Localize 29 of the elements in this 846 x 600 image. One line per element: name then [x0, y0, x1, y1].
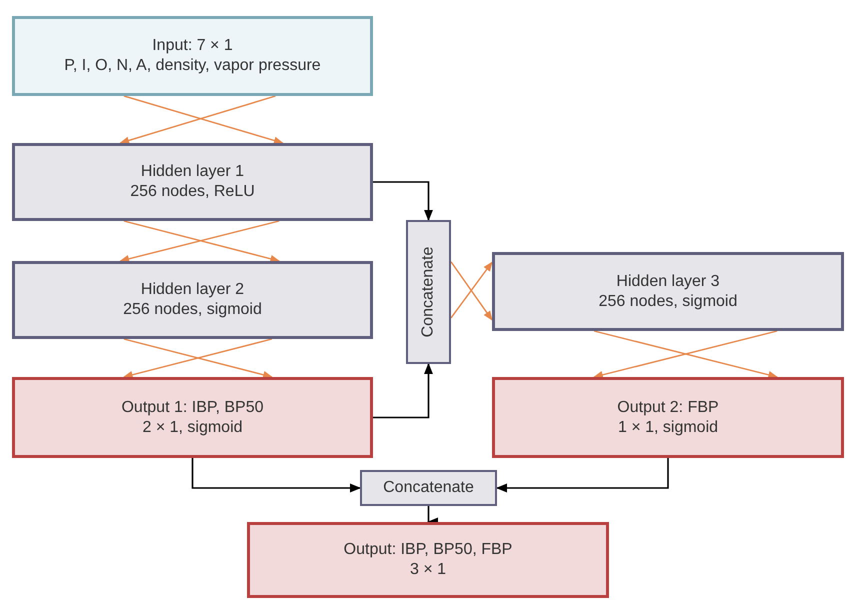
layer-box: [492, 377, 844, 458]
layer-box: [12, 377, 373, 458]
node-label: 256 nodes, sigmoid: [598, 292, 738, 312]
node-label: 256 nodes, sigmoid: [122, 300, 263, 320]
layer-box: [492, 252, 844, 331]
node-label: 1 × 1, sigmoid: [616, 418, 720, 438]
node-label: Concatenate: [418, 246, 438, 338]
node-label: Concatenate: [382, 478, 475, 498]
concatenate-box: [406, 220, 451, 364]
arrow: [496, 458, 669, 492]
node-label: 2 × 1, sigmoid: [141, 418, 244, 438]
node-label: Hidden layer 1: [140, 162, 246, 182]
layer-box: [247, 522, 609, 598]
node-label: Input: 7 × 1: [151, 36, 234, 56]
node-label: 3 × 1: [408, 560, 448, 580]
node-label: Output: IBP, BP50, FBP: [342, 540, 514, 560]
arrow: [373, 181, 433, 222]
concatenate-box: [360, 470, 497, 506]
arrow: [373, 362, 433, 418]
node-label: Hidden layer 3: [615, 272, 721, 292]
layer-box: [12, 261, 373, 339]
node-label: Hidden layer 2: [140, 280, 246, 300]
node-label: P, I, O, N, A, density, vapor pressure: [63, 56, 322, 76]
node-label: Output 2: FBP: [616, 398, 720, 418]
node-label: 256 nodes, ReLU: [129, 182, 256, 202]
arrow: [192, 458, 362, 492]
node-label: Output 1: IBP, BP50: [120, 398, 265, 418]
layer-box: [12, 143, 373, 221]
layer-box: [12, 16, 373, 96]
